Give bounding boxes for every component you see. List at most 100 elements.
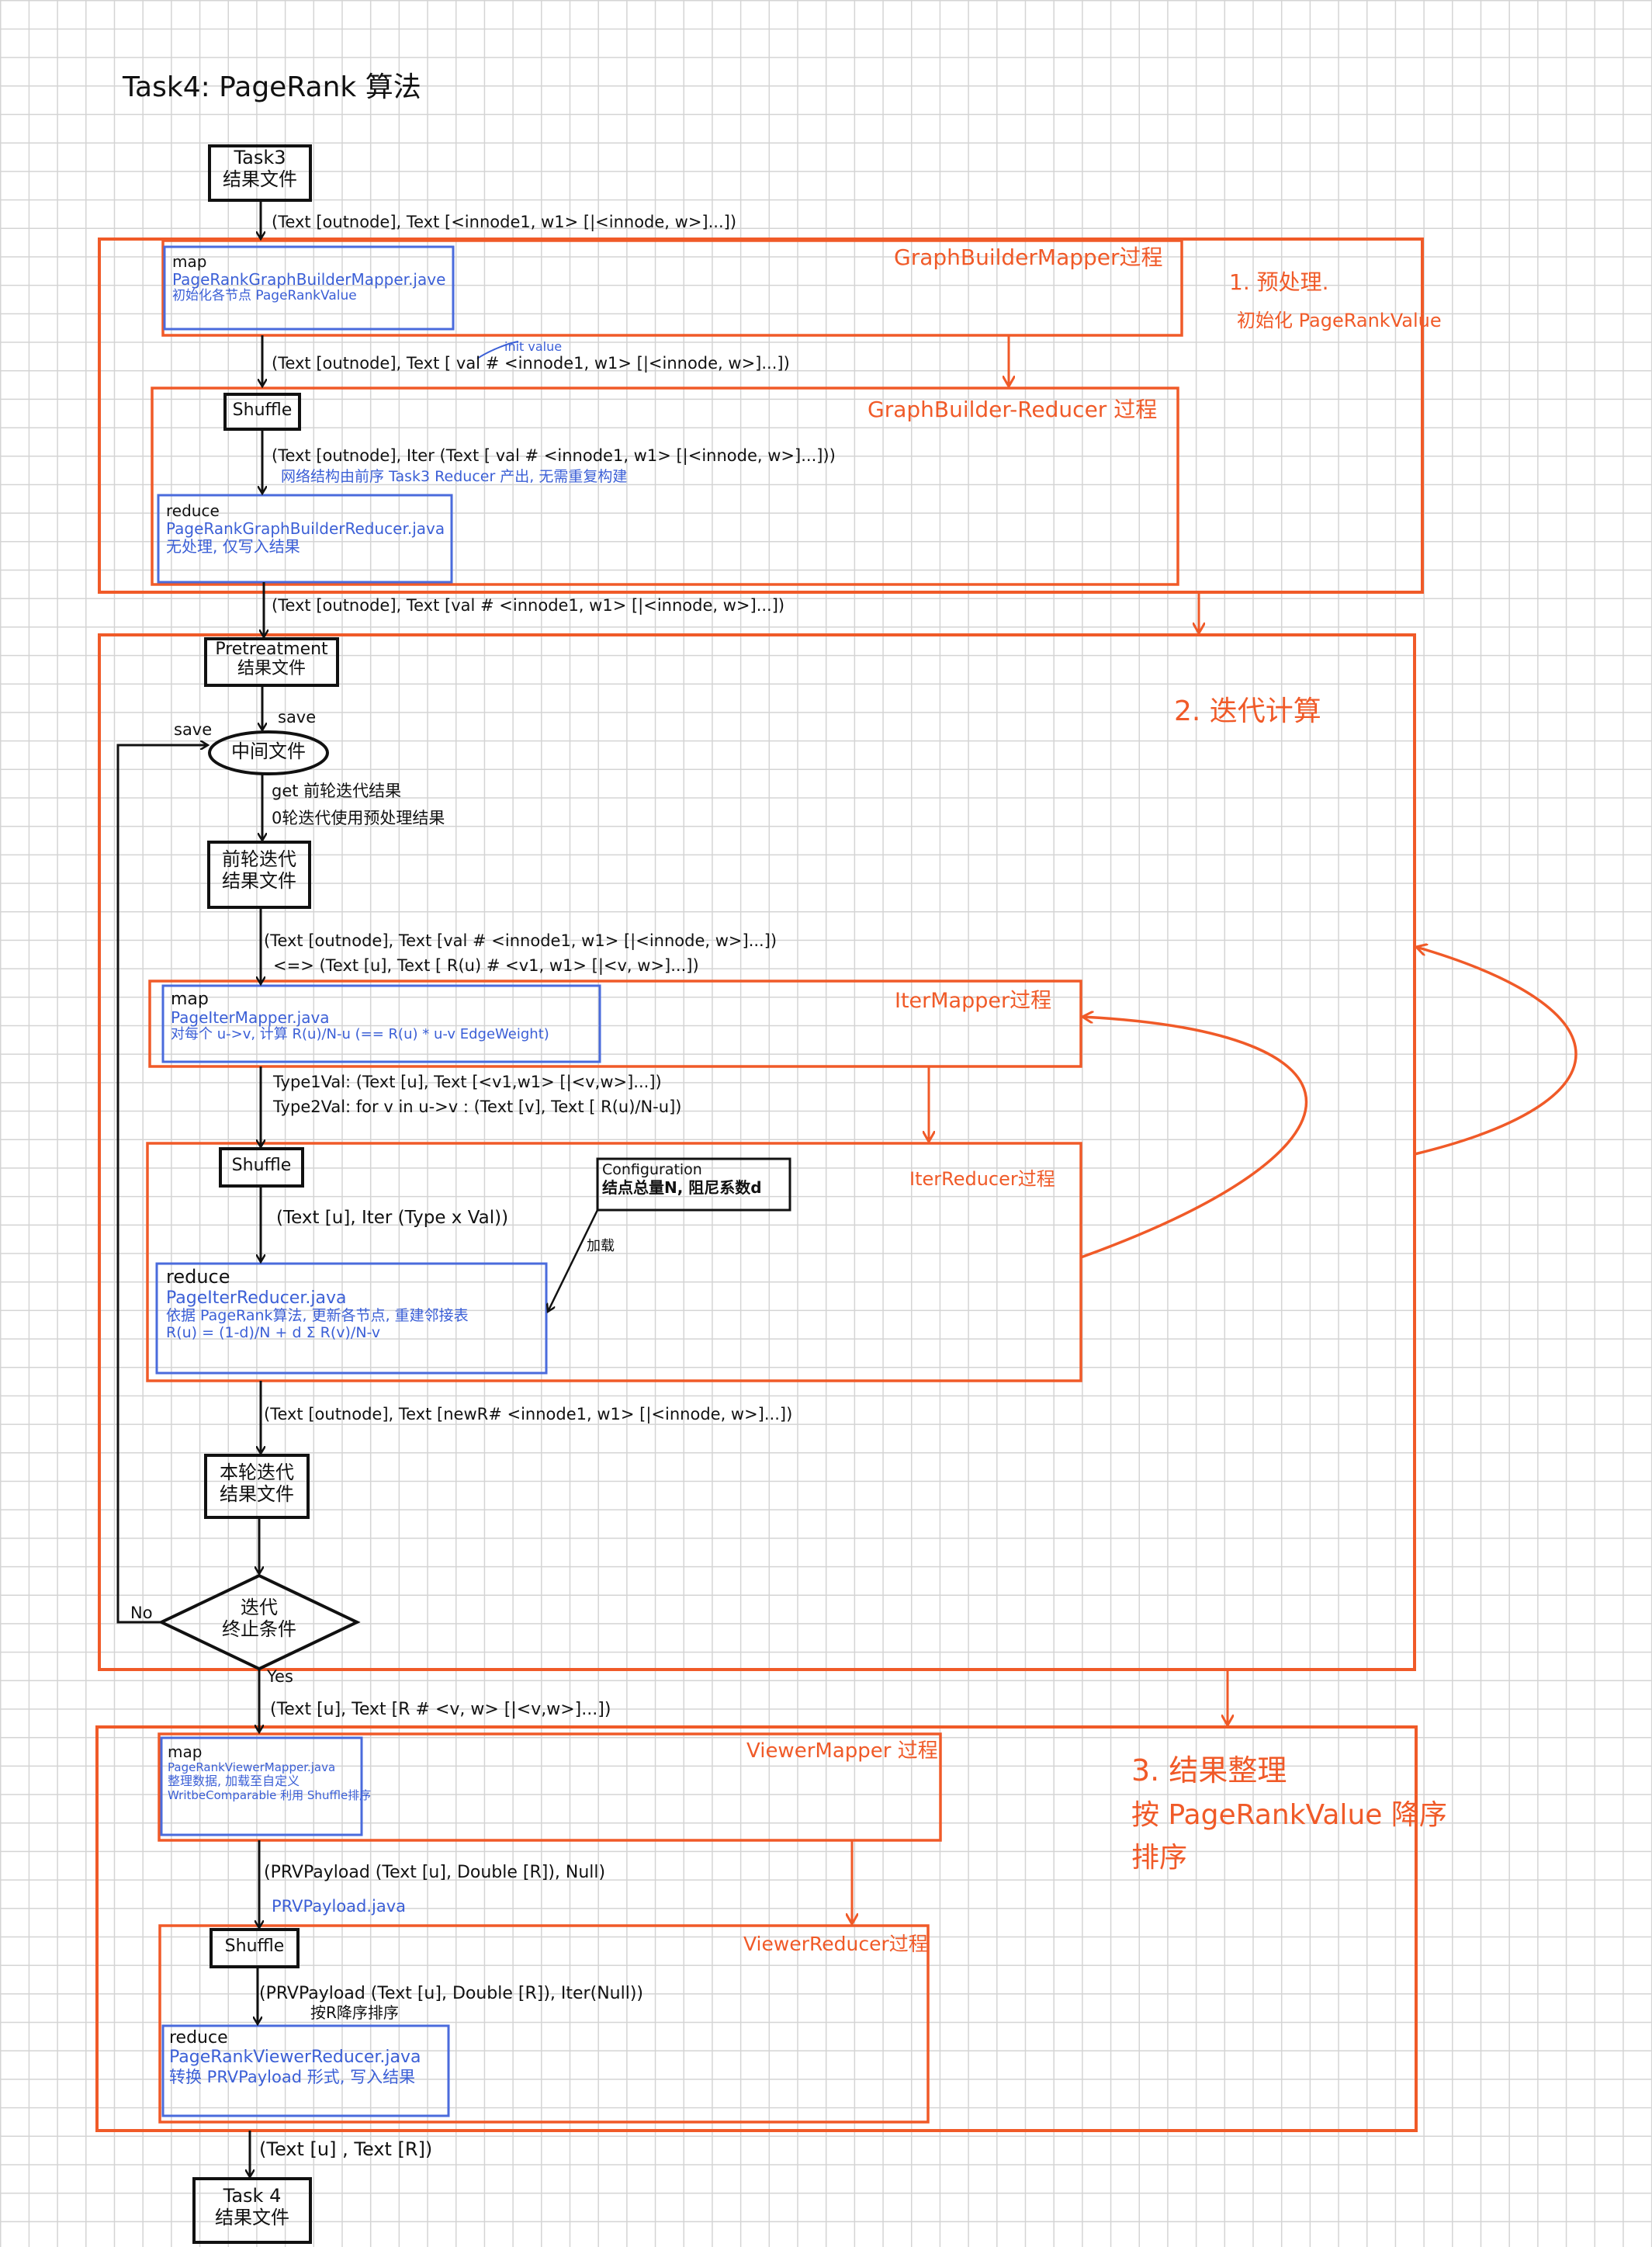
stage1-line2: 初始化 PageRankValue [1237, 310, 1442, 332]
edge-label-12: (Text [u] , Text [R]) [259, 2138, 433, 2160]
termination-line2: 终止条件 [222, 1618, 296, 1640]
edge-label-5a: (Text [outnode], Text [val # <innode1, w… [264, 931, 778, 950]
gb-map-kind: map [172, 252, 207, 271]
no-label: No [130, 1604, 153, 1622]
init-value-note: init value [504, 339, 563, 354]
stage3-line3: 排序 [1131, 1842, 1188, 1874]
edge-label-9: (Text [u], Text [R # <v, w> [|<v,w>]...]… [270, 1700, 611, 1719]
it-reduce-formula: R(u) = (1-d)/N + d Σ R(v)/N-v [166, 1323, 381, 1341]
vw-map-desc2: WritbeComparable 利用 Shuffle排序 [168, 1788, 372, 1802]
gb-reduce-kind: reduce [166, 501, 220, 520]
edge-label-5b: <=> (Text [u], Text [ R(u) # <v1, w1> [|… [273, 956, 699, 975]
it-reduce-desc: 依据 PageRank算法, 更新各节点, 重建邻接表 [166, 1306, 469, 1324]
vw-map-box [160, 1736, 363, 1836]
vw-reduce-kind: reduce [169, 2028, 228, 2048]
gb-shuffle-label: Shuffle [232, 401, 293, 420]
vw-map-content: map PageRankViewerMapper.java 整理数据, 加载至自… [168, 1743, 371, 1802]
it-map-desc: 对每个 u->v, 计算 R(u)/N-u (== R(u) * u-v Edg… [171, 1026, 549, 1043]
pretreatment-label: Pretreatment 结果文件 [206, 640, 338, 679]
yes-label: Yes [267, 1667, 293, 1686]
save-right-label: save [278, 708, 317, 726]
vwr-process-label: ViewerReducer过程 [743, 1933, 928, 1955]
get-label-2: 0轮迭代使用预处理结果 [272, 809, 445, 827]
edge-label-4: (Text [outnode], Text [val # <innode1, w… [272, 596, 785, 615]
mid-file-node [208, 730, 329, 775]
it-map-class: PageIterMapper.java [171, 1008, 330, 1028]
stage3-label: 3. 结果整理 按 PageRankValue 降序 排序 [1131, 1753, 1447, 1874]
gbm-process-label: GraphBuilderMapper过程 [894, 244, 1163, 270]
it-map-box [161, 984, 601, 1063]
it-map-kind: map [171, 990, 209, 1009]
task3-line2: 结果文件 [223, 168, 297, 190]
it-reduce-box [155, 1262, 548, 1375]
viewer-mapper-process [158, 1732, 942, 1842]
iter-mapper-process [148, 980, 1082, 1068]
task4-line1: Task 4 [223, 2185, 282, 2207]
edge-label-8: (Text [outnode], Text [newR# <innode1, w… [264, 1405, 793, 1423]
vw-reduce-box [161, 2024, 450, 2117]
cur-iter-result-box [204, 1454, 310, 1519]
task3-line1: Task3 [234, 147, 286, 168]
prev-iter-line1: 前轮迭代 [222, 848, 296, 870]
cur-iter-label: 本轮迭代 结果文件 [206, 1462, 308, 1505]
vw-reduce-class: PageRankViewerReducer.java [169, 2048, 421, 2068]
edge-label-1: (Text [outnode], Text [<innode1, w1> [|<… [272, 213, 737, 231]
pretreatment-line1: Pretreatment [215, 640, 328, 659]
cur-iter-line1: 本轮迭代 [220, 1462, 294, 1483]
page-title: Task4: PageRank 算法 [123, 71, 421, 103]
prev-iter-label: 前轮迭代 结果文件 [209, 848, 310, 892]
it-shuffle-label: Shuffle [231, 1156, 292, 1175]
mid-file-label: 中间文件 [231, 740, 306, 762]
stage3-line2: 按 PageRankValue 降序 [1131, 1798, 1447, 1831]
vw-map-kind: map [168, 1742, 203, 1761]
termination-label: 迭代 终止条件 [194, 1597, 324, 1640]
vw-map-desc1: 整理数据, 加载至自定义 [168, 1774, 300, 1789]
vw-shuffle-label: Shuffle [224, 1937, 285, 1956]
config-label: Configuration 结点总量N, 阻尼系数d [602, 1161, 762, 1197]
stage1-container [98, 238, 1424, 594]
config-load-label: 加载 [587, 1238, 615, 1254]
termination-line1: 迭代 [241, 1597, 278, 1618]
vw-reduce-desc: 转换 PRVPayload 形式, 写入结果 [169, 2067, 416, 2086]
save-left-label: save [174, 720, 213, 739]
gb-map-desc: 初始化各节点 PageRankValue [172, 288, 357, 303]
itm-process-label: IterMapper过程 [895, 989, 1052, 1013]
vw-shuffle-box [210, 1928, 300, 1968]
stage2-container [98, 633, 1416, 1671]
it-map-content: map PageIterMapper.java 对每个 u->v, 计算 R(u… [171, 990, 549, 1043]
get-label-1: get 前轮迭代结果 [272, 782, 402, 800]
gb-reduce-box [157, 494, 453, 584]
pretreatment-line2: 结果文件 [237, 659, 306, 679]
cur-iter-line2: 结果文件 [220, 1482, 294, 1505]
graph-builder-mapper-process [161, 239, 1183, 337]
stage1-line1: 1. 预处理. [1229, 269, 1329, 295]
task4-result-box [192, 2177, 312, 2244]
task3-label: Task3 结果文件 [210, 147, 310, 190]
edge-label-10: (PRVPayload (Text [u], Double [R]), Null… [264, 1863, 606, 1882]
init-value-hook [476, 341, 519, 359]
it-reduce-kind: reduce [166, 1266, 230, 1288]
it-reduce-content: reduce PageIterReducer.java 依据 PageRank算… [166, 1266, 469, 1342]
config-load-arrow [548, 1209, 599, 1312]
edge-label-10-note: PRVPayload.java [272, 1897, 407, 1916]
task4-line2: 结果文件 [215, 2206, 289, 2228]
gb-map-box [163, 245, 455, 331]
iter-loop-arrow [1080, 1017, 1307, 1259]
itr-process-label: IterReducer过程 [909, 1168, 1055, 1190]
gbr-process-label: GraphBuilder-Reducer 过程 [868, 397, 1158, 422]
vwm-process-label: ViewerMapper 过程 [746, 1739, 938, 1763]
stage3-line1: 3. 结果整理 [1131, 1753, 1287, 1788]
gb-reduce-class: PageRankGraphBuilderReducer.java [166, 519, 445, 538]
gb-map-content: map PageRankGraphBuilderMapper.jave 初始化各… [172, 253, 445, 304]
stage3-container [95, 1725, 1418, 2132]
iter-reducer-process [146, 1142, 1082, 1382]
config-box [596, 1157, 791, 1212]
prev-iter-result-box [207, 841, 311, 909]
edge-label-6b: Type2Val: for v in u->v : (Text [v], Tex… [273, 1097, 682, 1116]
edge-label-3: (Text [outnode], Iter (Text [ val # <inn… [272, 446, 836, 465]
edge-label-7: (Text [u], Iter (Type x Val)) [276, 1208, 509, 1228]
stage-loop-arrow [1415, 947, 1578, 1156]
gb-map-class: PageRankGraphBuilderMapper.jave [172, 270, 446, 289]
edge-label-3-note: 网络结构由前序 Task3 Reducer 产出, 无需重复构建 [281, 468, 628, 485]
